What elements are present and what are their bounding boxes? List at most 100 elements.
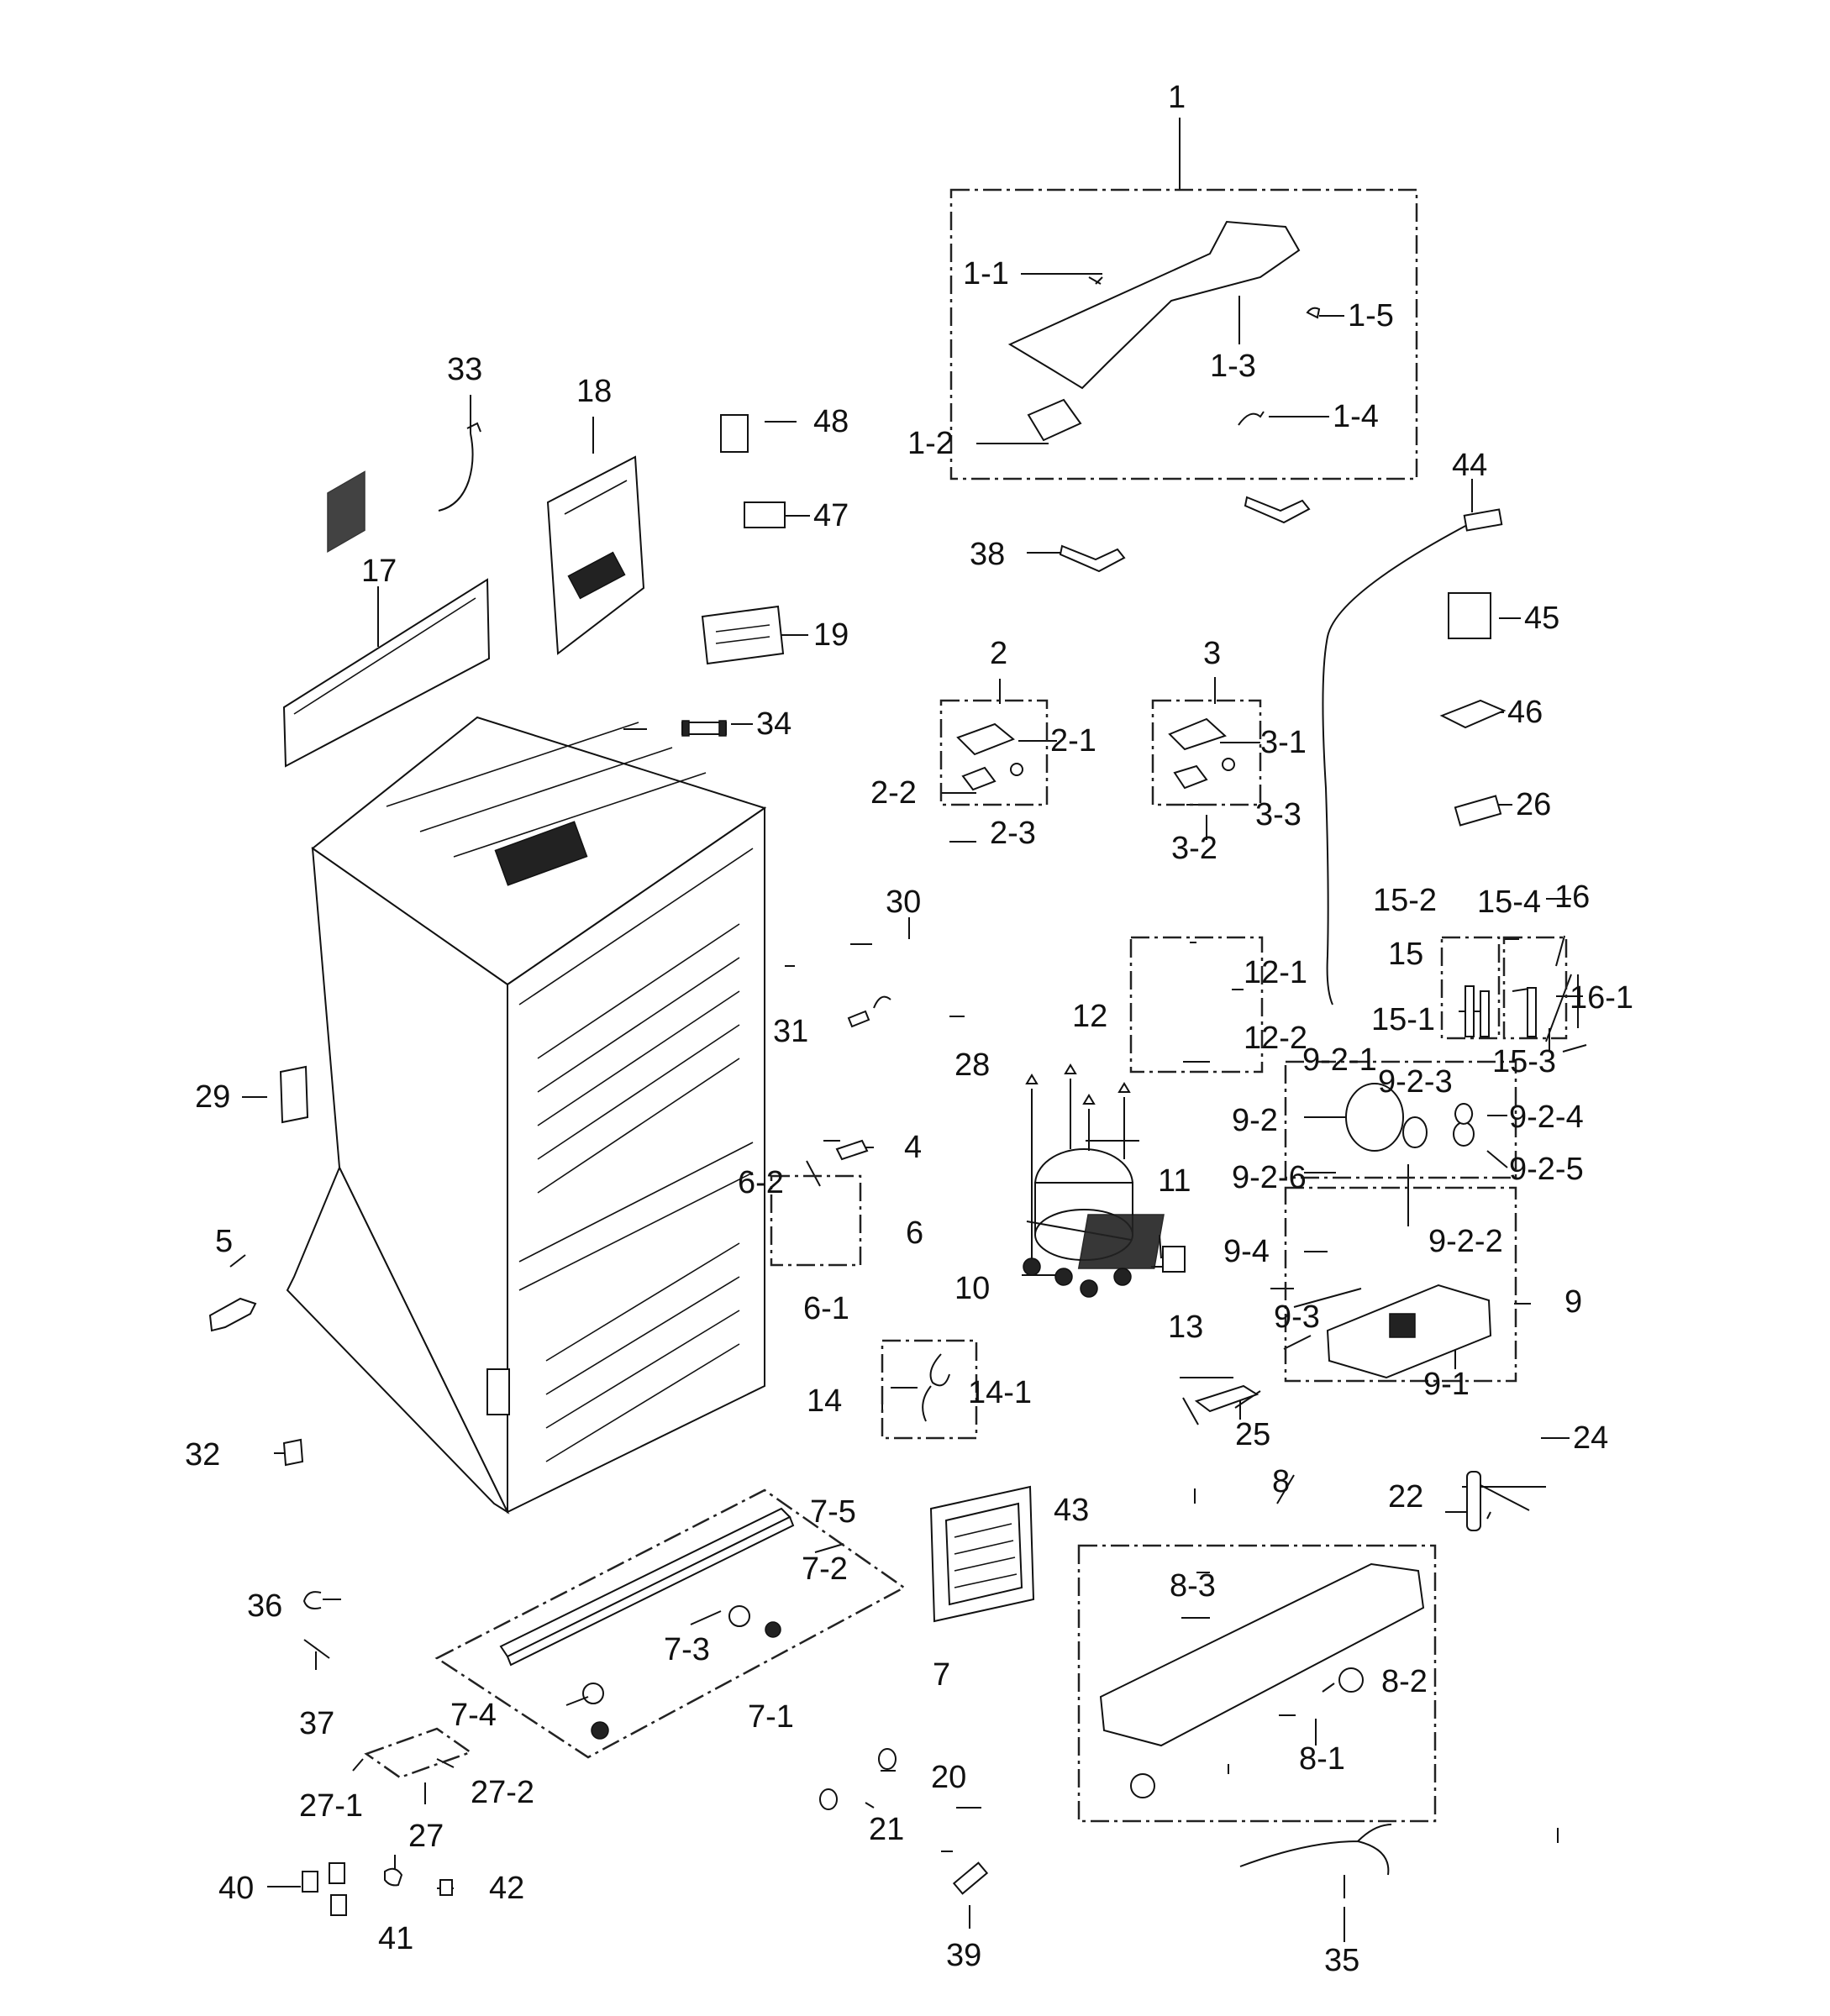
label-31: 31 — [773, 1014, 808, 1049]
label-7-3: 7-3 — [664, 1632, 710, 1667]
water-tube-14 — [922, 1353, 950, 1422]
label-35: 35 — [1324, 1943, 1359, 1978]
label-19: 19 — [813, 617, 849, 653]
label-14: 14 — [807, 1383, 842, 1419]
label-3-2: 3-2 — [1171, 831, 1217, 866]
label-15: 15 — [1388, 937, 1423, 972]
label-7-1: 7-1 — [748, 1699, 794, 1735]
cabinet-body — [286, 716, 767, 1515]
label-36: 36 — [247, 1588, 282, 1624]
label-24: 24 — [1573, 1420, 1608, 1456]
label-7-4: 7-4 — [450, 1698, 497, 1733]
label-9-2: 9-2 — [1232, 1103, 1278, 1138]
label-16: 16 — [1554, 879, 1590, 915]
label-11: 11 — [1158, 1163, 1191, 1199]
fan-motor-9-2 — [1345, 1083, 1475, 1152]
label-46: 46 — [1507, 695, 1543, 730]
label-26: 26 — [1516, 787, 1551, 822]
base-plate-8 — [1099, 1562, 1425, 1798]
label-27-1: 27-1 — [299, 1788, 363, 1824]
label-3-1: 3-1 — [1260, 725, 1307, 760]
label-9-3: 9-3 — [1274, 1299, 1320, 1335]
lower-small-parts — [302, 1748, 1392, 1916]
label-2: 2 — [990, 636, 1007, 671]
label-3: 3 — [1203, 636, 1221, 671]
label-1-3: 1-3 — [1210, 349, 1256, 384]
label-6: 6 — [906, 1215, 923, 1251]
label-13: 13 — [1168, 1310, 1203, 1345]
label-41: 41 — [378, 1921, 413, 1956]
assembly-boxes — [364, 188, 1568, 1823]
label-8-1: 8-1 — [1299, 1741, 1345, 1777]
label-9-2-1: 9-2-1 — [1302, 1042, 1377, 1078]
label-25: 25 — [1235, 1417, 1270, 1452]
hinge-parts — [1059, 496, 1311, 573]
label-15-3: 15-3 — [1492, 1044, 1556, 1079]
label-34: 34 — [756, 706, 791, 742]
label-7: 7 — [933, 1657, 950, 1693]
label-44: 44 — [1452, 448, 1487, 483]
label-9: 9 — [1564, 1284, 1582, 1320]
leader-lines — [229, 118, 1587, 1942]
label-5: 5 — [215, 1224, 233, 1259]
label-9-4: 9-4 — [1223, 1234, 1270, 1269]
label-8-2: 8-2 — [1381, 1664, 1428, 1699]
label-8-3: 8-3 — [1170, 1568, 1216, 1604]
left-small-parts — [208, 995, 891, 1659]
label-6-2: 6-2 — [738, 1165, 784, 1200]
water-tubes — [1322, 508, 1537, 1531]
label-1-5: 1-5 — [1348, 298, 1394, 333]
pcb-parts — [681, 414, 786, 737]
hinge-assembly-3 — [1168, 717, 1235, 790]
condenser-9 — [1077, 1214, 1492, 1379]
label-1: 1 — [1168, 80, 1186, 115]
electrical-box-cover-18 — [546, 455, 645, 655]
label-10: 10 — [954, 1271, 990, 1306]
label-2-2: 2-2 — [870, 775, 917, 811]
rear-cover-17 — [282, 470, 491, 768]
label-17: 17 — [361, 554, 397, 589]
label-9-1: 9-1 — [1423, 1367, 1470, 1402]
label-38: 38 — [970, 537, 1005, 572]
label-1-1: 1-1 — [963, 256, 1009, 291]
label-9-2-5: 9-2-5 — [1509, 1152, 1584, 1187]
label-4: 4 — [904, 1130, 922, 1165]
label-15-2: 15-2 — [1373, 883, 1437, 918]
label-40: 40 — [218, 1871, 254, 1906]
label-9-2-2: 9-2-2 — [1428, 1224, 1503, 1259]
label-12: 12 — [1072, 999, 1107, 1034]
base-rails-7 — [499, 1507, 795, 1740]
label-20: 20 — [931, 1760, 966, 1795]
label-12-2: 12-2 — [1244, 1021, 1307, 1056]
label-30: 30 — [886, 885, 921, 920]
label-21: 21 — [869, 1812, 904, 1847]
front-grille-43 — [929, 1485, 1035, 1623]
hinge-assembly-2 — [956, 722, 1023, 791]
label-42: 42 — [489, 1871, 524, 1906]
label-6-1: 6-1 — [803, 1291, 849, 1326]
label-39: 39 — [946, 1938, 981, 1973]
label-47: 47 — [813, 498, 849, 533]
label-3-3: 3-3 — [1255, 797, 1302, 832]
right-small-parts — [1194, 592, 1507, 1413]
label-16-1: 16-1 — [1570, 980, 1633, 1016]
label-18: 18 — [576, 374, 612, 409]
cabinet-shelf-lines — [386, 722, 740, 1462]
label-1-2: 1-2 — [907, 426, 954, 461]
label-32: 32 — [185, 1437, 220, 1473]
label-29: 29 — [195, 1079, 230, 1115]
label-7-5: 7-5 — [810, 1494, 856, 1530]
label-37: 37 — [299, 1706, 334, 1741]
label-27-2: 27-2 — [471, 1775, 534, 1810]
label-33: 33 — [447, 352, 482, 387]
label-12-1: 12-1 — [1244, 955, 1307, 990]
label-14-1: 14-1 — [968, 1375, 1032, 1410]
label-2-3: 2-3 — [990, 816, 1036, 851]
label-9-2-4: 9-2-4 — [1509, 1100, 1584, 1135]
label-15-1: 15-1 — [1371, 1002, 1435, 1037]
label-15-4: 15-4 — [1477, 885, 1541, 920]
label-45: 45 — [1524, 601, 1559, 636]
label-28: 28 — [954, 1047, 990, 1083]
label-27: 27 — [408, 1819, 444, 1854]
label-9-2-6: 9-2-6 — [1232, 1160, 1307, 1195]
